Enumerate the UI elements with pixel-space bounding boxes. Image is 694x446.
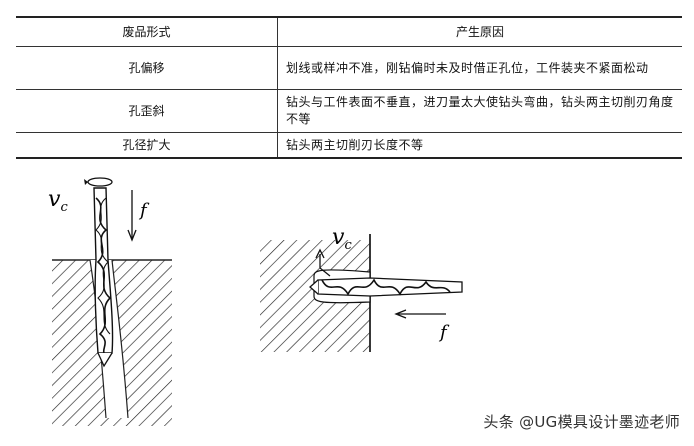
cutting-speed-label: vc bbox=[48, 187, 68, 215]
watermark: 头条 @UG模具设计墨迹老师 bbox=[483, 413, 680, 431]
defect-table: 废品形式 产生原因 孔偏移 划线或样冲不准，刚钻偏时未及时借正孔位，工件装夹不紧… bbox=[16, 16, 682, 159]
feed-arrow-icon bbox=[127, 190, 137, 242]
rotation-arrow-icon bbox=[84, 177, 113, 187]
table-row: 孔偏移 划线或样冲不准，刚钻偏时未及时借正孔位，工件装夹不紧面松动 bbox=[16, 46, 682, 90]
drill-horizontal-figure: vc f bbox=[260, 225, 463, 352]
cutting-speed-label: vc bbox=[332, 225, 352, 253]
cause-cell: 划线或样冲不准，刚钻偏时未及时借正孔位，工件装夹不紧面松动 bbox=[277, 46, 682, 90]
table-row: 孔径扩大 钻头两主切削刃长度不等 bbox=[16, 132, 682, 159]
feed-label: f bbox=[438, 322, 450, 343]
defect-type-cell: 孔歪斜 bbox=[16, 89, 278, 133]
table-row: 孔歪斜 钻头与工件表面不垂直，进刀量太大使钻头弯曲，钻头两主切削刃角度不等 bbox=[16, 89, 682, 133]
drill-vertical-figure: vc f bbox=[48, 177, 172, 426]
defect-type-cell: 孔偏移 bbox=[16, 46, 278, 90]
drill-bit-horizontal bbox=[309, 277, 463, 297]
rotation-arrow-icon bbox=[315, 248, 331, 277]
defect-type-cell: 孔径扩大 bbox=[16, 132, 278, 159]
header-cause: 产生原因 bbox=[277, 17, 682, 47]
cause-cell: 钻头与工件表面不垂直，进刀量太大使钻头弯曲，钻头两主切削刃角度不等 bbox=[277, 89, 682, 133]
table-header-row: 废品形式 产生原因 bbox=[16, 17, 682, 47]
feed-arrow-icon bbox=[394, 309, 446, 319]
defect-table-container: 废品形式 产生原因 孔偏移 划线或样冲不准，刚钻偏时未及时借正孔位，工件装夹不紧… bbox=[16, 16, 682, 159]
cause-cell: 钻头两主切削刃长度不等 bbox=[277, 132, 682, 159]
feed-label: f bbox=[138, 200, 150, 221]
header-defect-type: 废品形式 bbox=[16, 17, 278, 47]
drill-bit bbox=[93, 187, 114, 368]
